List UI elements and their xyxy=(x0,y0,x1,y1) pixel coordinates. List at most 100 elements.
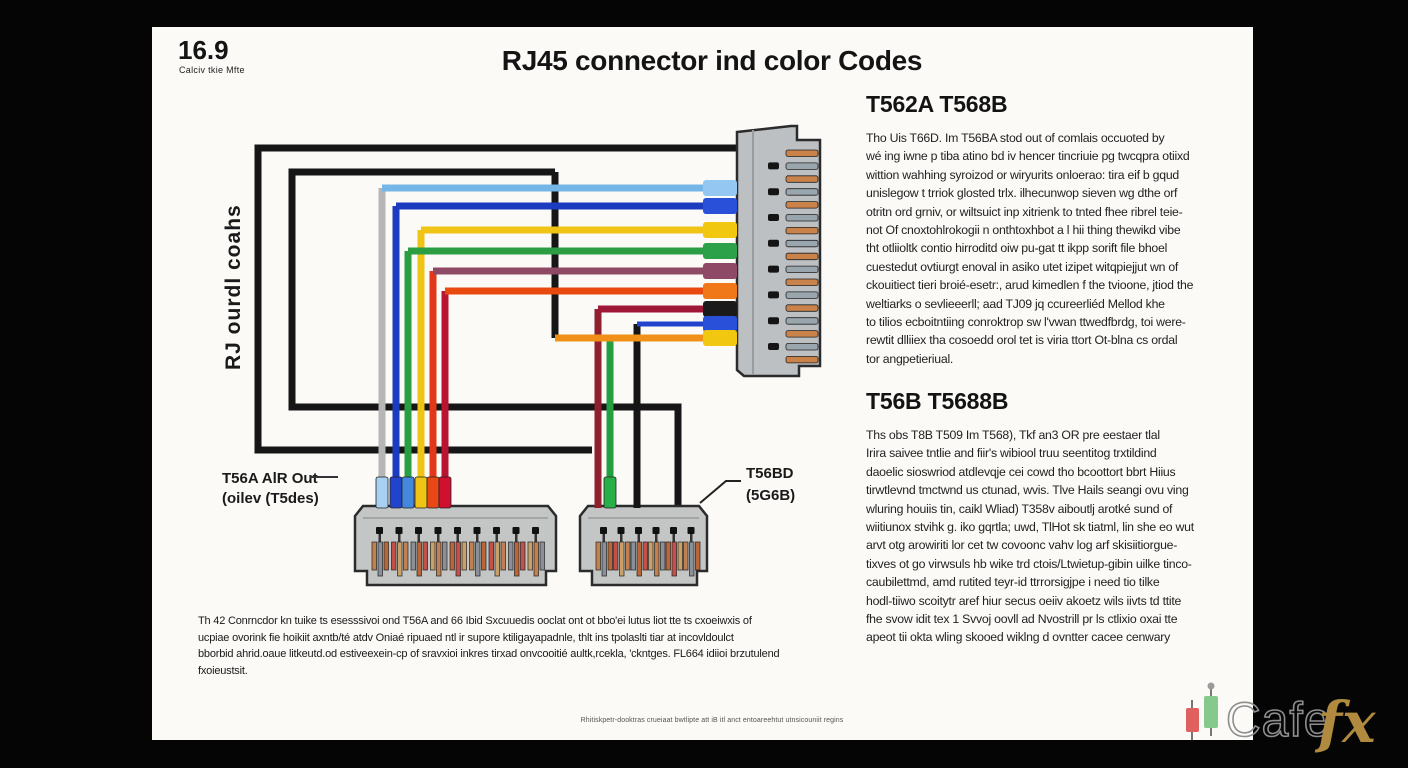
rj45-tooth xyxy=(785,304,819,312)
rj45-pin-nub xyxy=(768,188,779,196)
rj45-connector xyxy=(735,124,822,378)
pin-cluster xyxy=(630,527,648,577)
wire-rj45-tip-gray-lightblue xyxy=(703,180,737,196)
pin-tooth xyxy=(410,541,416,571)
corner-number: 16.9 xyxy=(178,35,229,65)
cafefx-logo: Cafe fx xyxy=(1186,682,1376,756)
pin-tooth xyxy=(514,541,520,577)
wire-bottom-tip-green xyxy=(401,476,415,509)
rj45-tooth xyxy=(785,355,819,364)
pin-tooth xyxy=(416,541,422,577)
pin-cluster xyxy=(665,527,683,577)
rj45-tooth xyxy=(785,265,819,274)
pin-cluster xyxy=(469,527,487,577)
wire-bottom-tip-green-orange xyxy=(603,476,617,509)
tiny-footnote: Rhitiskpetr-dooktras crueiaat bwtlipte a… xyxy=(580,717,844,724)
pin-head xyxy=(635,527,642,534)
pin-tooth xyxy=(397,541,403,577)
pin-tooth xyxy=(430,541,436,571)
rj45-tooth xyxy=(785,175,819,183)
section-heading-t568a: T562A T568B xyxy=(866,91,1008,117)
wire-rj45-tip-blue xyxy=(703,198,737,214)
pin-stem xyxy=(515,534,518,542)
pin-tooth xyxy=(539,541,545,571)
pin-tooth xyxy=(436,541,442,577)
pin-cluster xyxy=(648,527,666,577)
pin-tooth xyxy=(371,541,377,571)
diagram-caption: Th 42 Conrncdor kn tuike ts esesssivoi o… xyxy=(198,615,780,677)
rj45-tooth xyxy=(785,239,819,248)
wire-red-purple xyxy=(429,267,737,505)
pin-head xyxy=(395,527,403,534)
wire-blue xyxy=(392,202,737,505)
pin-stem xyxy=(534,534,537,542)
wire-bottom-tip-red-purple xyxy=(426,476,440,509)
wiring-diagram: RJ ourdl coahs xyxy=(222,124,822,587)
pin-tooth xyxy=(403,541,409,571)
pin-head xyxy=(473,527,481,534)
pin-tooth xyxy=(654,541,660,577)
pin-cluster xyxy=(508,527,526,577)
pin-head xyxy=(512,527,520,534)
wire-rj45-tip-red-purple xyxy=(703,263,737,279)
left-connector-pins xyxy=(371,527,545,577)
outer-frame-cable xyxy=(254,144,738,454)
pin-head xyxy=(454,527,461,534)
pin-stem xyxy=(602,534,605,542)
right-connector-label-line1: T56BD xyxy=(746,465,794,482)
right-connector-label-line2: (5G6B) xyxy=(746,487,795,504)
candlestick-icon xyxy=(1186,682,1218,740)
pin-cluster xyxy=(488,527,506,577)
rj45-pin-teeth xyxy=(768,149,819,364)
pin-tooth xyxy=(455,541,461,577)
pin-tooth xyxy=(642,541,648,571)
pin-cluster xyxy=(683,527,701,577)
pin-tooth xyxy=(648,541,654,571)
section-body-t568a: Tho Uis T66D. Im T56BA stod out of comla… xyxy=(866,131,1194,366)
pin-tooth xyxy=(677,541,683,571)
wire-bottom-tip-gray-lightblue xyxy=(375,476,389,509)
pin-tooth xyxy=(533,541,539,577)
right-label-leader-line xyxy=(699,480,741,504)
wire-tips xyxy=(375,180,737,509)
cable-frames xyxy=(254,144,738,506)
pin-cluster xyxy=(371,527,389,577)
pin-tooth xyxy=(442,541,448,571)
logo-text-fx: fx xyxy=(1314,690,1376,756)
pin-tooth xyxy=(383,541,389,571)
rj45-tooth xyxy=(785,201,819,209)
wire-rj45-tip-green-orange xyxy=(703,330,737,346)
red-candle xyxy=(1186,708,1199,732)
rj45-pin-nub xyxy=(768,317,779,325)
rj45-pin-nub xyxy=(768,162,779,170)
pin-tooth xyxy=(695,541,701,571)
pin-stem xyxy=(417,534,420,542)
pin-tooth xyxy=(630,541,636,571)
wire-rj45-tip-black-thinblue xyxy=(703,316,737,332)
rj45-tooth xyxy=(785,343,819,351)
pin-stem xyxy=(620,534,623,542)
pin-tooth xyxy=(527,541,533,571)
pin-tooth xyxy=(494,541,500,577)
document-page: 16.9 Calciv tkie Mfte RJ45 connector ind… xyxy=(152,27,1253,740)
pin-cluster xyxy=(613,527,631,577)
pin-head xyxy=(376,527,383,534)
wire-bottom-tip-blue xyxy=(389,476,403,509)
pin-stem xyxy=(476,534,479,542)
pin-cluster xyxy=(449,527,467,577)
rj45-tooth xyxy=(785,226,819,235)
wire-rj45-tip-yellow xyxy=(703,222,737,238)
side-vertical-label: RJ ourdl coahs xyxy=(222,204,245,370)
pin-head xyxy=(687,527,695,534)
wire-black-thinblue xyxy=(633,321,737,508)
pin-head xyxy=(415,527,422,534)
pin-tooth xyxy=(665,541,671,571)
pin-tooth xyxy=(636,541,642,577)
rj45-tooth xyxy=(785,252,819,261)
rj45-tooth xyxy=(785,162,819,170)
section-heading-t568b: T56B T5688B xyxy=(866,388,1009,414)
wire-bottom-tip-yellow xyxy=(414,476,428,509)
pin-stem xyxy=(637,534,640,542)
pin-tooth xyxy=(613,541,619,571)
